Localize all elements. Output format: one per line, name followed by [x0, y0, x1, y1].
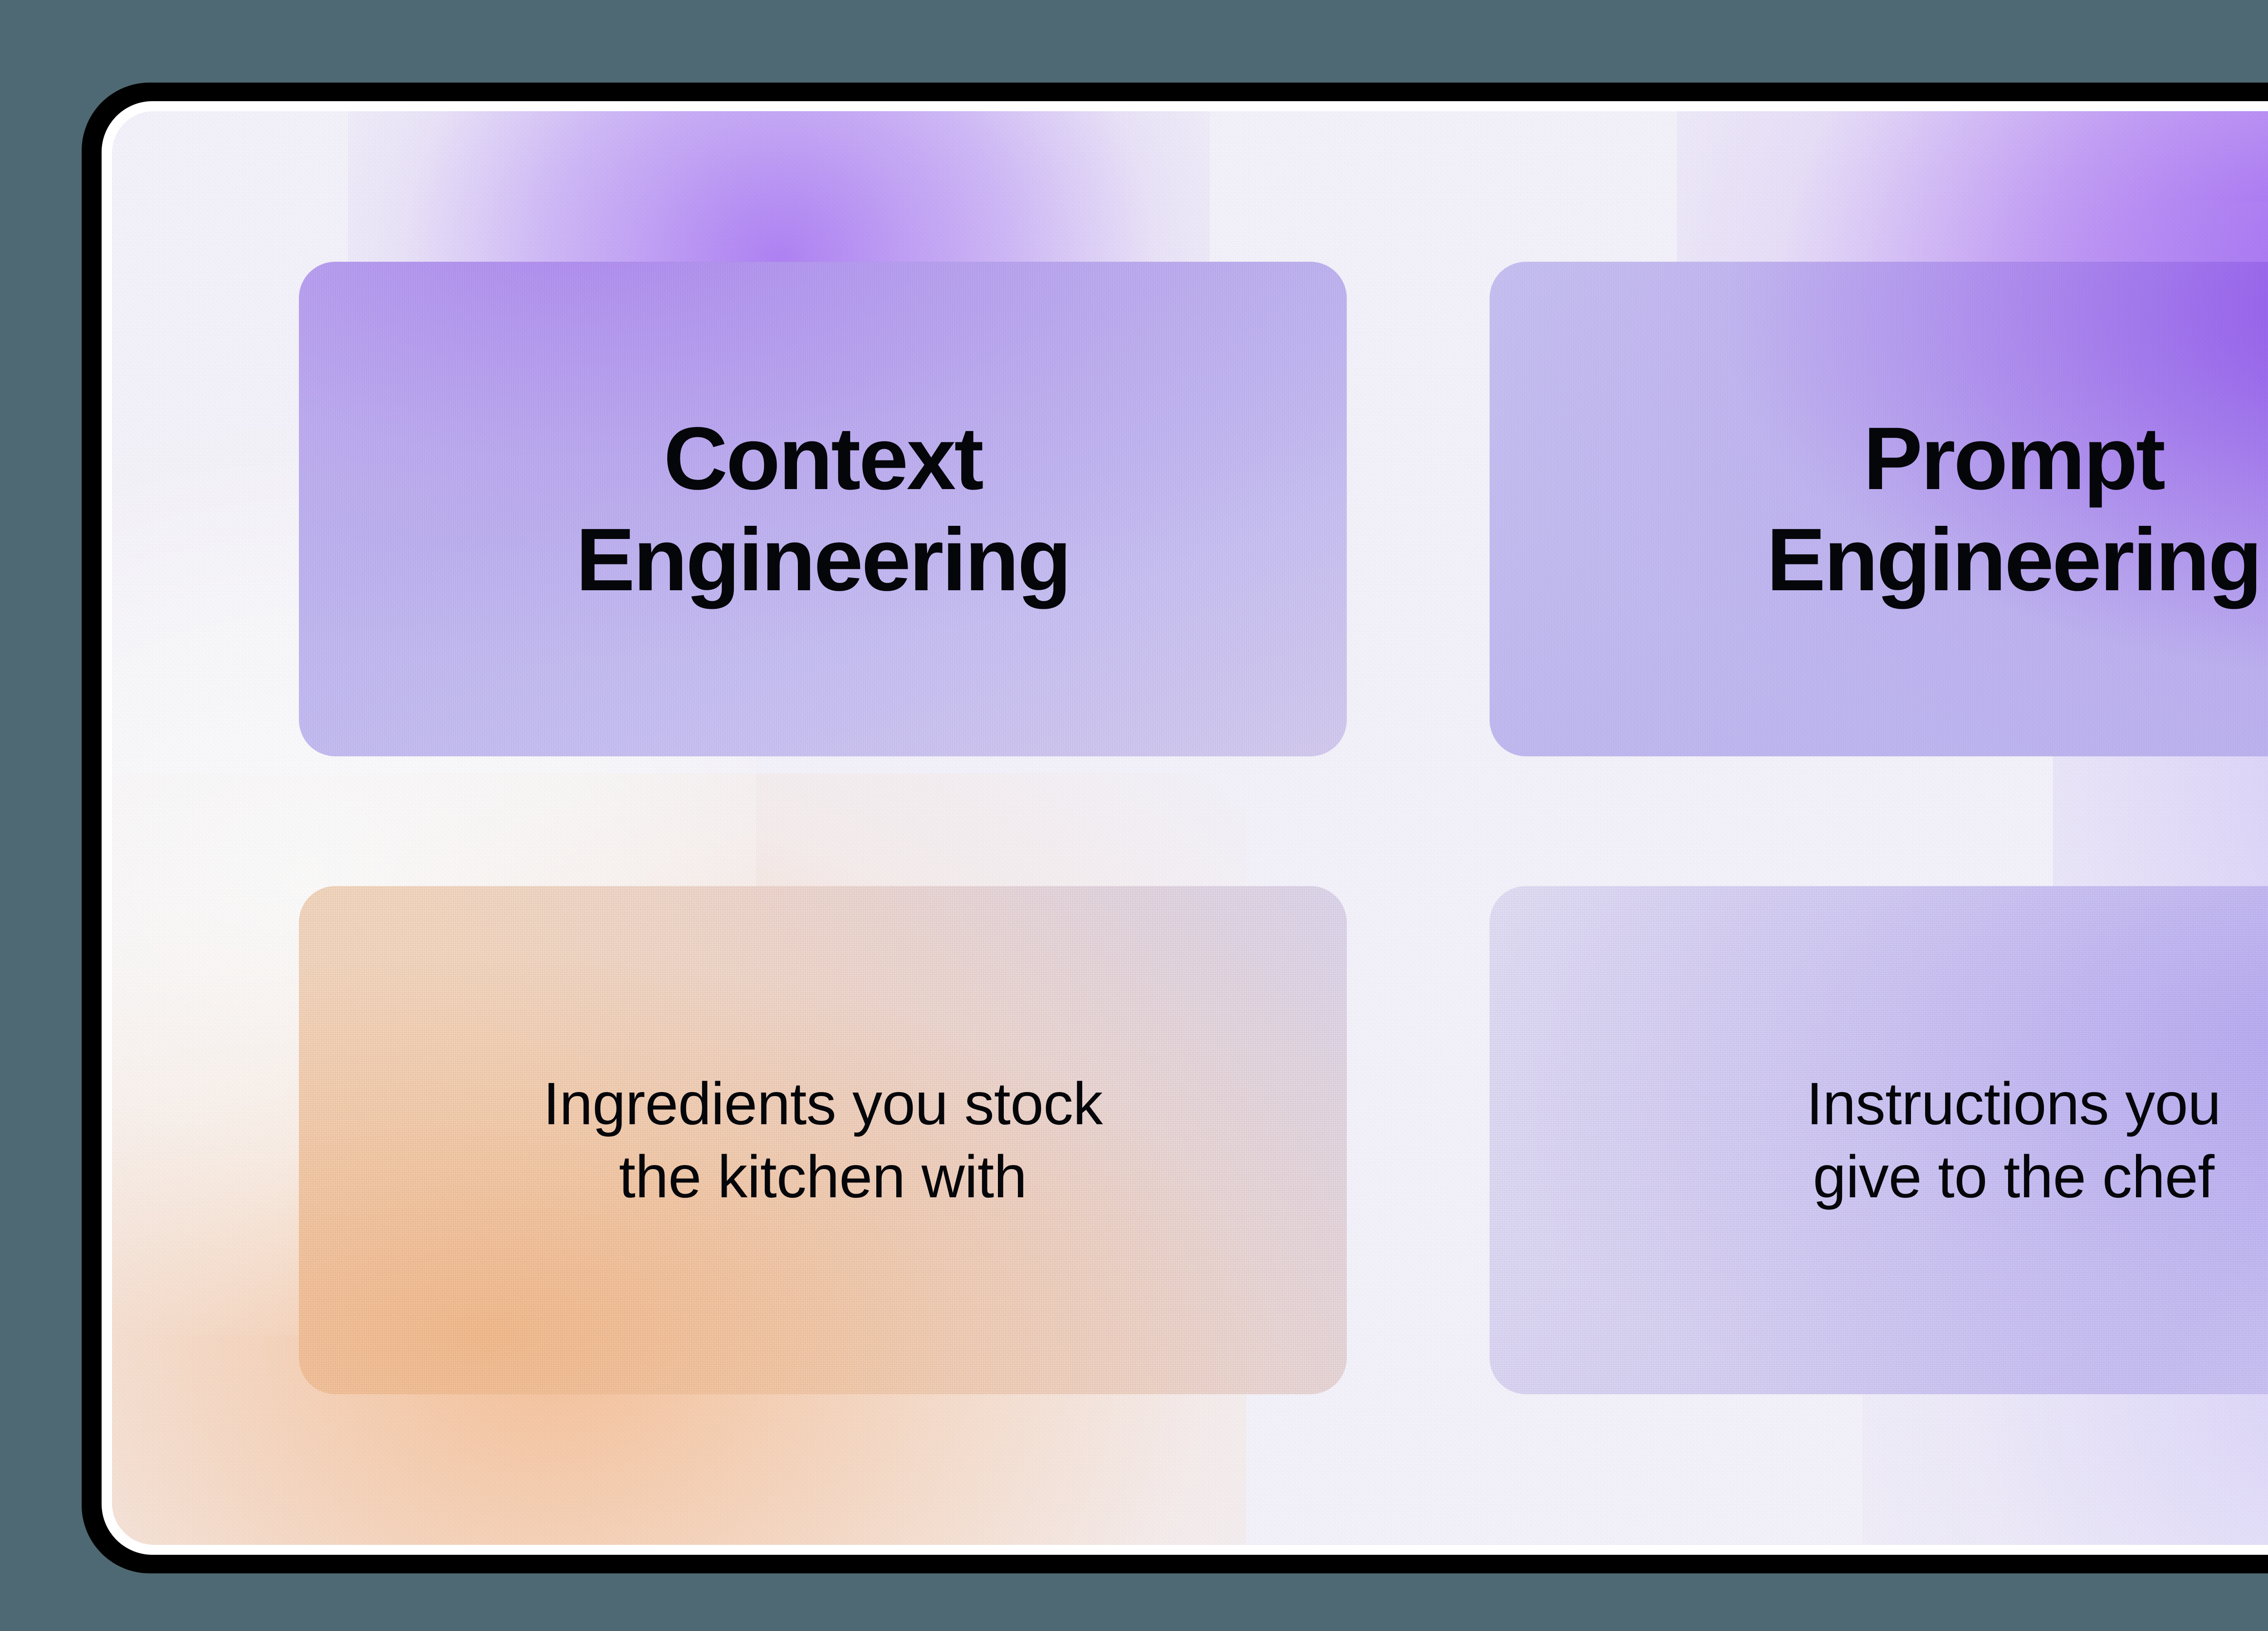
device-frame: Context Engineering Ingredients you sto: [82, 83, 2268, 1573]
prompt-engineering-description-label: Instructions you give to the chef: [1806, 1070, 2221, 1210]
comparison-grid: Context Engineering Ingredients you sto: [299, 262, 2268, 1394]
column-context-engineering: Context Engineering Ingredients you sto: [299, 262, 1347, 1394]
context-engineering-title-label: Context Engineering: [576, 408, 1071, 609]
diagram-canvas: Context Engineering Ingredients you sto: [112, 111, 2268, 1545]
device-bezel: Context Engineering Ingredients you sto: [102, 101, 2268, 1555]
column-prompt-engineering: Prompt Engineering Instructions you giv: [1490, 262, 2268, 1394]
card-context-engineering-title[interactable]: Context Engineering: [299, 262, 1347, 756]
context-engineering-description-label: Ingredients you stock the kitchen with: [543, 1070, 1103, 1210]
card-context-engineering-description[interactable]: Ingredients you stock the kitchen with: [299, 886, 1347, 1394]
card-prompt-engineering-title[interactable]: Prompt Engineering: [1490, 262, 2268, 756]
prompt-engineering-title-label: Prompt Engineering: [1766, 408, 2262, 609]
card-prompt-engineering-description[interactable]: Instructions you give to the chef: [1490, 886, 2268, 1394]
